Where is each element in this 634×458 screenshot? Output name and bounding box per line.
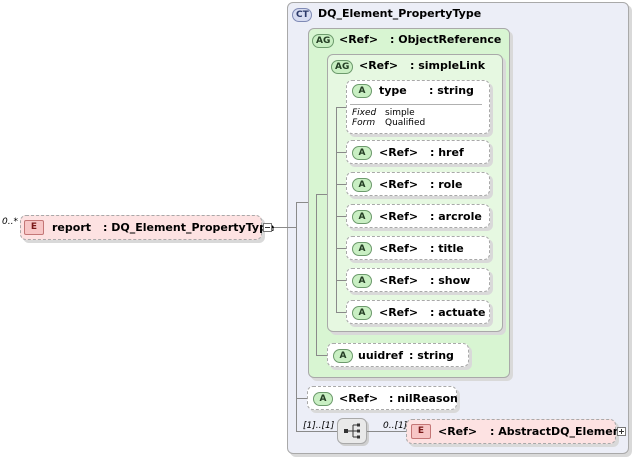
complex-type-badge: CT (292, 8, 312, 22)
role-attribute-type: : role (430, 178, 463, 191)
connector-main-vertical (296, 202, 297, 432)
connector-object-reference-vertical (316, 194, 317, 355)
show-attribute-ref: <Ref> (379, 274, 419, 287)
nil-reason-attribute-ref: <Ref> (339, 392, 379, 405)
abstract-element-type: : AbstractDQ_Element (490, 425, 626, 438)
actuate-attribute-type: : actuate (430, 306, 486, 319)
simple-link-group-badge: AG (331, 60, 353, 74)
abstract-element-multiplicity: 0..[1] (383, 421, 408, 431)
type-attribute-type: : string (429, 84, 474, 97)
type-attribute-divider (350, 104, 482, 105)
report-element-name: report (52, 221, 91, 234)
abstract-element-expand-icon[interactable] (617, 427, 626, 436)
connector-to-actuate-attribute (336, 312, 346, 313)
sequence-multiplicity: [1]..[1] (303, 421, 335, 431)
facet-fixed-value: simple (385, 108, 415, 118)
connector-report-to-main (272, 227, 296, 228)
connector-sequence-to-abstract (367, 431, 406, 432)
connector-main-to-sequence (296, 431, 337, 432)
connector-to-show-attribute (336, 280, 346, 281)
abstract-element-ref: <Ref> (438, 425, 478, 438)
object-reference-group-type: : ObjectReference (390, 33, 502, 46)
report-element-badge: E (24, 220, 44, 235)
title-attribute-badge: A (352, 242, 372, 256)
simple-link-group-type: : simpleLink (410, 59, 486, 72)
type-attribute-badge: A (352, 84, 372, 98)
connector-simple-link-vertical (336, 107, 337, 313)
uuidref-attribute-name: uuidref (358, 349, 403, 362)
report-collapse-icon[interactable] (263, 223, 272, 232)
href-attribute-type: : href (430, 146, 464, 159)
facet-fixed-label: Fixed (352, 108, 377, 118)
role-attribute-badge: A (352, 178, 372, 192)
abstract-element-box[interactable] (406, 419, 616, 444)
show-attribute-type: : show (430, 274, 471, 287)
connector-to-arcrole-attribute (336, 216, 346, 217)
report-element-type: : DQ_Element_PropertyType (103, 221, 275, 234)
actuate-attribute-badge: A (352, 306, 372, 320)
facet-form-value: Qualified (385, 118, 426, 128)
complex-type-name: DQ_Element_PropertyType (318, 7, 482, 20)
connector-main-to-object-reference (296, 202, 308, 203)
href-attribute-ref: <Ref> (379, 146, 419, 159)
nil-reason-attribute-badge: A (313, 392, 333, 406)
connector-to-role-attribute (336, 184, 346, 185)
facet-form-label: Form (352, 118, 376, 128)
arcrole-attribute-ref: <Ref> (379, 210, 419, 223)
show-attribute-badge: A (352, 274, 372, 288)
simple-link-group-ref: <Ref> (359, 59, 399, 72)
abstract-element-badge: E (411, 424, 431, 439)
object-reference-group-badge: AG (312, 34, 334, 48)
connector-object-reference-to-uuidref (316, 355, 327, 356)
connector-to-type-attribute (336, 107, 346, 108)
arcrole-attribute-type: : arcrole (430, 210, 482, 223)
sequence-icon (344, 423, 360, 439)
href-attribute-badge: A (352, 146, 372, 160)
type-attribute-name: type (379, 84, 407, 97)
report-multiplicity: 0..* (2, 217, 18, 227)
object-reference-group-ref: <Ref> (339, 33, 379, 46)
uuidref-attribute-badge: A (333, 349, 353, 363)
connector-to-href-attribute (336, 152, 346, 153)
connector-main-to-nil-reason (296, 398, 307, 399)
title-attribute-type: : title (430, 242, 464, 255)
uuidref-attribute-type: : string (409, 349, 454, 362)
actuate-attribute-ref: <Ref> (379, 306, 419, 319)
connector-object-reference-to-simple-link (316, 194, 327, 195)
connector-to-title-attribute (336, 248, 346, 249)
report-element-box[interactable] (20, 215, 262, 240)
nil-reason-attribute-type: : nilReason (389, 392, 458, 405)
title-attribute-ref: <Ref> (379, 242, 419, 255)
role-attribute-ref: <Ref> (379, 178, 419, 191)
arcrole-attribute-badge: A (352, 210, 372, 224)
show-attribute-box[interactable] (346, 268, 490, 292)
role-attribute-box[interactable] (346, 172, 490, 196)
